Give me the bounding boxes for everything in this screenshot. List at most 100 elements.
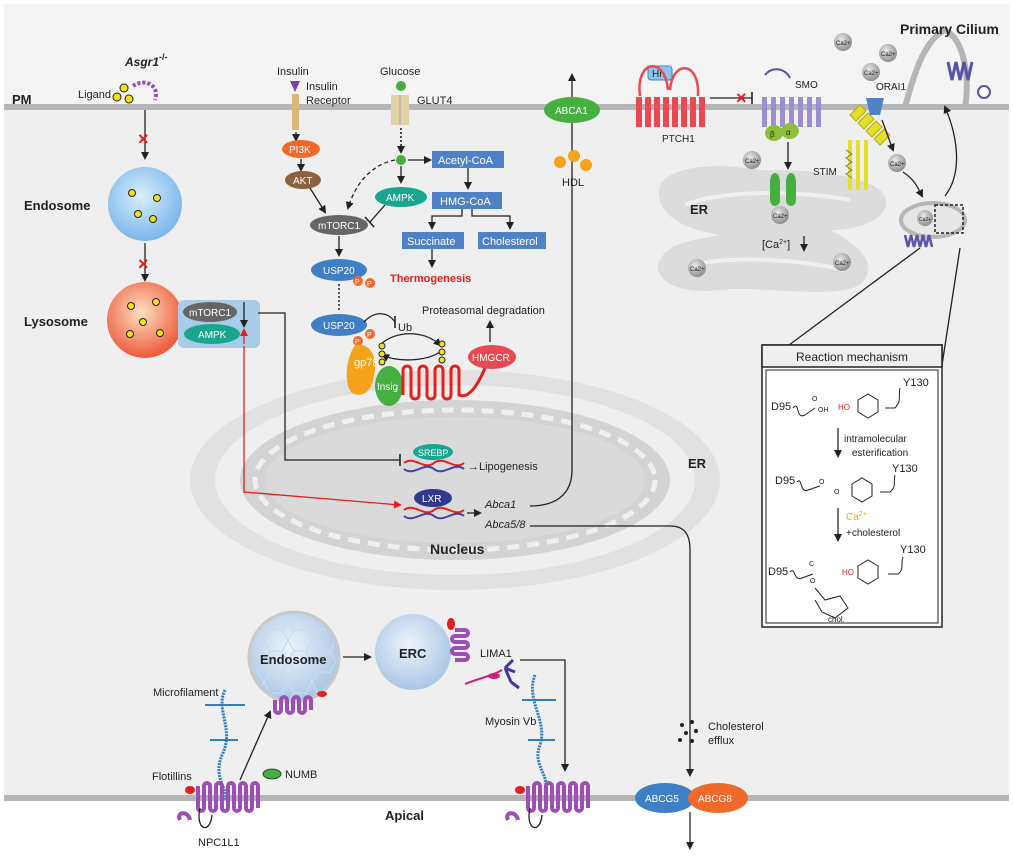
svg-text:Y130: Y130 [892,463,918,475]
svg-text:Ca2+: Ca2+ [881,52,896,58]
svg-text:Acetyl-CoA: Acetyl-CoA [438,155,494,167]
svg-text:PI3K: PI3K [289,145,311,156]
insulin-receptor-label: Insulin [306,81,338,93]
svg-text:mTORC1: mTORC1 [189,308,231,319]
svg-text:ABCG8: ABCG8 [698,794,732,805]
svg-text:ABCG5: ABCG5 [645,794,679,805]
svg-text:HMGCR: HMGCR [472,353,510,364]
hdl-label: HDL [562,177,584,189]
cholesterol-box [478,232,546,249]
ligand-dot [119,83,129,93]
myosin-vb-icon [503,658,520,690]
orai1-label: ORAI1 [876,82,906,93]
svg-text:α: α [786,128,791,137]
svg-text:USP20: USP20 [323,321,355,332]
step1-text: intramolecular [844,434,907,445]
hdl-particle [554,156,566,168]
stim-label: STIM [813,167,837,178]
hmgcr-membrane [401,364,487,401]
ca-level-label: [Ca2+] [762,239,790,251]
svg-text:-/-: -/- [159,52,168,62]
pm-label: PM [12,92,32,107]
myosin-vb-label: Myosin Vb [485,716,536,728]
mtorc1-lysosome [183,302,237,322]
step2-ca: Ca2+ [846,511,867,523]
svg-text:AMPK: AMPK [198,330,227,341]
cilium-receptor-icon [946,61,991,99]
svg-text:Cholesterol: Cholesterol [482,236,538,248]
microfilament-label: Microfilament [153,687,218,699]
microfilament [205,689,245,801]
abca58-gene: Abca5/8 [484,519,526,531]
abcg5 [635,783,695,813]
cholesterol-efflux-label: Cholesterol [708,721,764,733]
svg-text:D95: D95 [768,566,788,578]
svg-text:Ca2+: Ca2+ [836,41,851,47]
g-protein: β α [765,123,799,141]
svg-text:Y130: Y130 [900,544,926,556]
npc1l1-in-endosome [273,691,327,715]
smo-label: SMO [795,80,818,91]
endosome-label: Endosome [24,198,90,213]
hmgcr [468,345,516,369]
pi3k [282,140,320,158]
flotillins-label: Flotillins [152,771,192,783]
mtorc1-insulin [310,215,368,235]
primary-cilium-label: Primary Cilium [900,21,999,37]
cholesterol-efflux-dots [678,720,698,743]
calcium-ion: Ca2+ [917,210,933,226]
svg-text:LXR: LXR [422,494,441,505]
svg-text:esterification: esterification [852,448,908,459]
lipogenesis-label: →Lipogenesis [468,461,538,473]
er-label-top: ER [690,202,709,217]
svg-text:Ca2+: Ca2+ [690,267,705,273]
svg-text:P: P [367,281,372,288]
svg-text:Receptor: Receptor [306,95,351,107]
svg-text:D95: D95 [775,475,795,487]
block-x-icon: × [736,88,747,108]
calcium-ion: Ca2+ [771,206,789,224]
svg-text:Ca2+: Ca2+ [890,162,905,168]
npc1l1-on-erc [447,618,470,662]
svg-text:β: β [770,130,775,139]
usp20-bottom [311,314,367,336]
calcium-ion: Ca2+ [888,154,906,172]
insulin-label: Insulin [277,66,309,78]
ca-channel [770,173,796,206]
calcium-ion: Ca2+ [862,63,880,81]
block-x-icon: × [138,254,149,274]
insulin-receptor [292,94,299,130]
apical-label: Apical [385,808,424,823]
svg-text:Y130: Y130 [903,377,929,389]
srebp [413,444,453,460]
svg-text:OH: OH [818,407,829,414]
glucose-label: Glucose [380,66,420,78]
step2-chol: +cholesterol [846,528,900,539]
svg-text:HO: HO [838,403,850,412]
npc1l1-right [505,781,590,829]
vesicle-with-smo [899,201,967,248]
lysosome-label: Lysosome [24,314,88,329]
asgr1-receptor: Asgr1 -/- [124,52,168,101]
svg-text:P: P [355,339,360,346]
svg-text:P: P [367,332,372,339]
akt [285,171,321,189]
svg-text:Ca2+: Ca2+ [919,217,931,223]
calcium-ion: Ca2+ [834,33,852,51]
block-x-icon: × [138,129,149,149]
abcg8 [688,783,748,813]
endosome [108,167,182,241]
nucleus-label: Nucleus [430,541,485,557]
ubiquitin-chain [378,340,446,366]
svg-text:HO: HO [842,568,854,577]
glucose-dot [396,81,406,91]
succinate-box [402,232,464,249]
svg-text:HMG-CoA: HMG-CoA [440,196,491,208]
svg-text:chol.: chol. [828,615,845,624]
ampk-glucose [375,187,427,207]
srebp-dna [403,459,465,473]
calcium-ion: Ca2+ [743,151,761,169]
hmg-coa-box [432,192,502,209]
svg-text:O: O [812,396,818,403]
